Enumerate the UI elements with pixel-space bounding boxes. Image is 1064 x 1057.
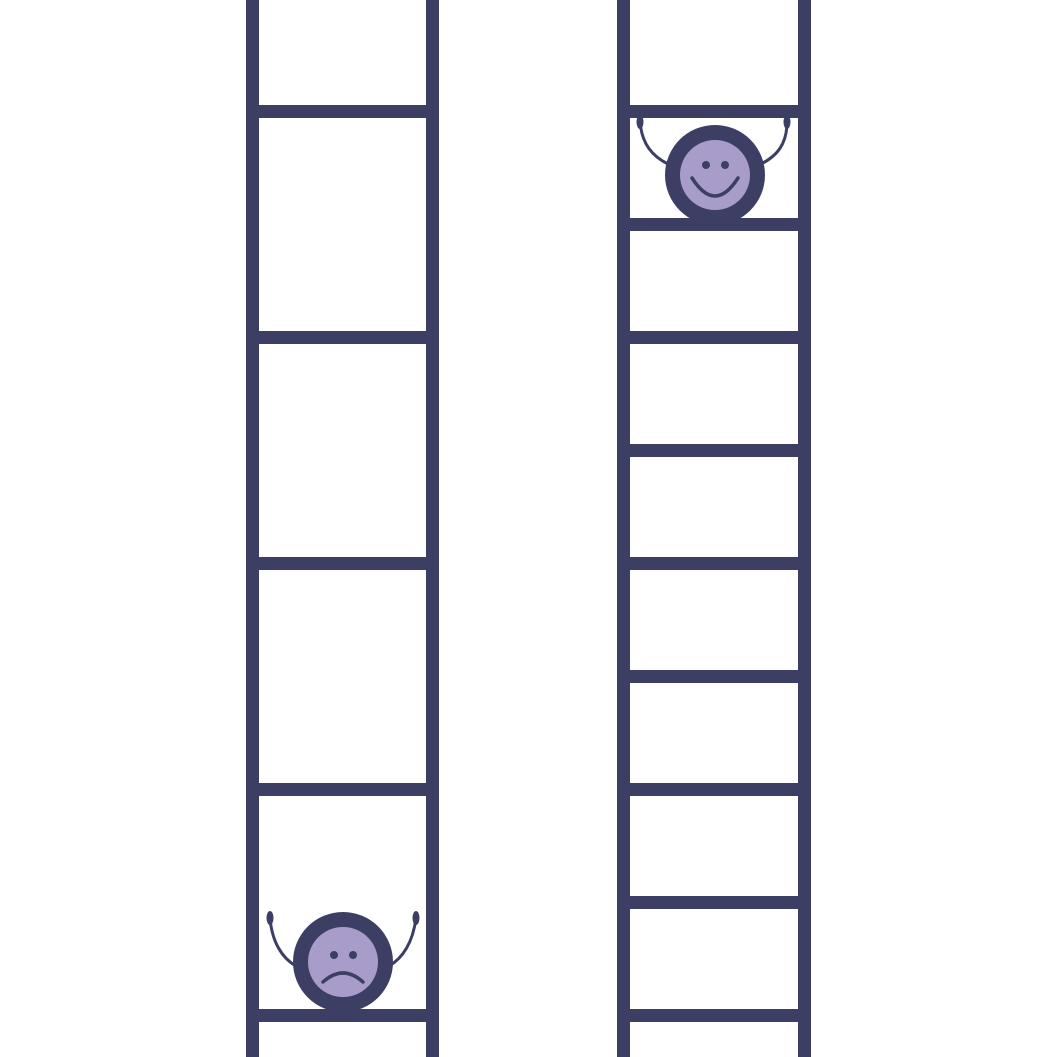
happy-face-icon [636, 115, 791, 225]
left-ladder-rung [246, 783, 439, 796]
right-ladder-rung [617, 105, 811, 118]
left-arm [638, 120, 670, 166]
right-ladder-rung [617, 1009, 811, 1022]
sad-face-fill [308, 927, 378, 997]
left-ladder-rung [246, 557, 439, 570]
left-arm [268, 916, 298, 968]
left-ladder-rung [246, 331, 439, 344]
right-arm [759, 120, 789, 166]
left-ladder-rail-left [246, 0, 259, 1057]
right-ladder-rung [617, 557, 811, 570]
sad-face-icon [266, 911, 420, 1012]
left-eye [702, 161, 710, 169]
right-hand [412, 911, 420, 925]
right-eye [721, 161, 729, 169]
right-ladder-rung [617, 896, 811, 909]
right-ladder-rung [617, 783, 811, 796]
left-ladder-rung [246, 105, 439, 118]
left-ladder-rail-right [426, 0, 439, 1057]
left-ladder [246, 0, 439, 1057]
right-eye [349, 951, 357, 959]
frown [321, 971, 365, 984]
right-ladder-rung [617, 331, 811, 344]
left-ladder-rung [246, 1009, 439, 1022]
right-ladder [617, 0, 811, 1057]
happy-face-fill [680, 140, 750, 210]
right-arm [387, 916, 418, 968]
left-hand [266, 911, 274, 925]
smile [690, 176, 740, 198]
right-ladder-rung [617, 670, 811, 683]
left-eye [330, 951, 338, 959]
right-hand [783, 115, 791, 129]
left-hand [636, 115, 644, 129]
right-ladder-rung [617, 444, 811, 457]
